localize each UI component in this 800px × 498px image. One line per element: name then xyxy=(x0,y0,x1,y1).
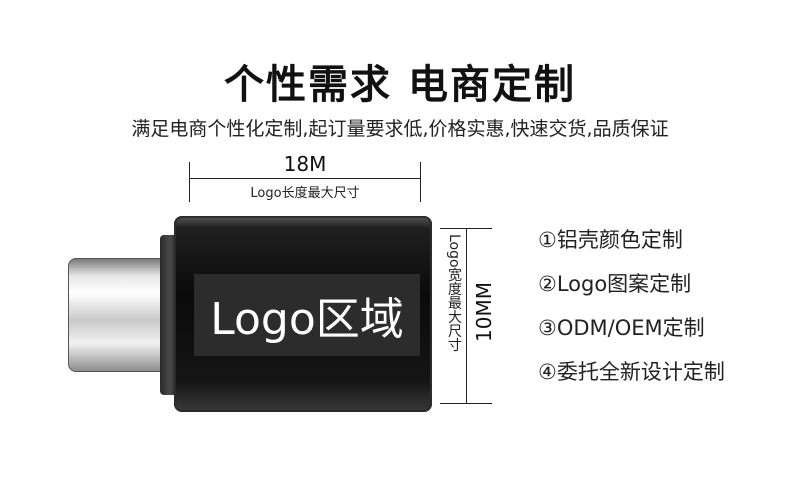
length-line xyxy=(189,178,421,179)
length-tick-left xyxy=(189,162,190,202)
width-caption: Logo宽度最大尺寸 xyxy=(446,234,462,352)
feature-list: ①铝壳颜色定制 ②Logo图案定制 ③ODM/OEM定制 ④委托全新设计定制 xyxy=(538,224,725,400)
length-caption: Logo长度最大尺寸 xyxy=(250,186,360,201)
width-value: 10MM xyxy=(472,282,496,342)
usb-c-plug xyxy=(68,258,170,372)
feature-item: ④委托全新设计定制 xyxy=(538,360,725,384)
logo-area-label: Logo区域 xyxy=(210,294,404,345)
feature-item: ①铝壳颜色定制 xyxy=(538,228,683,252)
feature-item: ③ODM/OEM定制 xyxy=(538,316,705,340)
logo-area: Logo区域 xyxy=(194,274,420,356)
feature-item: ②Logo图案定制 xyxy=(538,272,692,296)
length-tick-right xyxy=(420,162,421,202)
length-value: 18M xyxy=(283,152,327,176)
page-title: 个性需求 电商定制 xyxy=(224,62,576,108)
page-subtitle: 满足电商个性化定制,起订量要求低,价格实惠,快速交货,品质保证 xyxy=(131,118,669,140)
width-dimension xyxy=(440,228,500,404)
length-dimension: 18M Logo长度最大尺寸 xyxy=(189,150,421,210)
width-line xyxy=(466,228,467,404)
